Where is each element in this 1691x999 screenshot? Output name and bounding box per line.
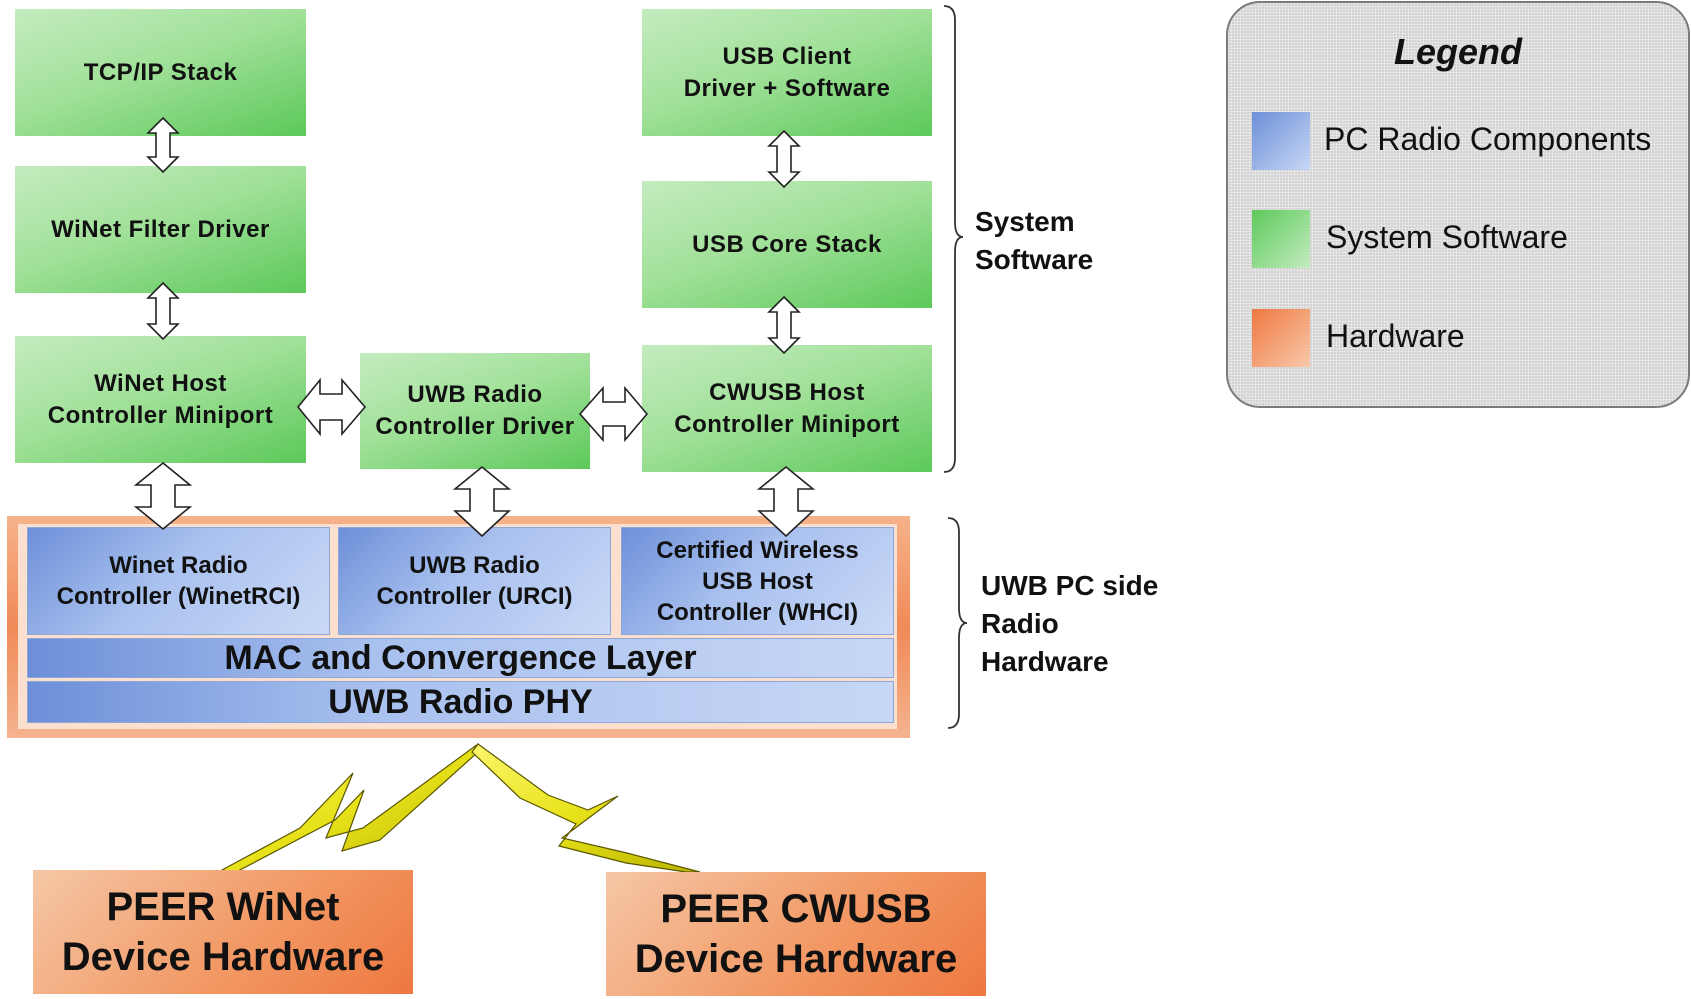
uwb-driver-label-line2: Controller Driver — [375, 413, 575, 440]
legend-label-pc-radio: PC Radio Components — [1324, 121, 1652, 157]
legend-label-system-software: System Software — [1326, 219, 1568, 255]
arrow-tcpip-filter — [146, 116, 180, 174]
tcpip-stack-label: TCP/IP Stack — [83, 58, 238, 86]
usb-client-driver-box: USB Client Driver + Software — [642, 9, 932, 136]
peer-winet-device-box: PEER WiNet Device Hardware — [33, 870, 413, 994]
winet-host-label-line1: WiNet Host — [94, 369, 227, 397]
whci-label-line3: Controller (WHCI) — [656, 598, 859, 626]
whci-label-line2: USB Host — [702, 567, 813, 595]
arrow-winethost-winetrci — [133, 461, 193, 531]
legend-label-hardware: Hardware — [1326, 318, 1465, 354]
system-software-label-line1: System — [975, 206, 1075, 237]
uwb-driver-label-line1: UWB Radio — [407, 381, 543, 408]
uwb-radio-phy-bar: UWB Radio PHY — [27, 681, 894, 723]
system-software-label: System Software — [975, 203, 1093, 279]
urci-label-line1: UWB Radio — [409, 552, 540, 579]
uwb-hardware-brace — [947, 517, 968, 729]
whci-box: Certified Wireless USB Host Controller (… — [621, 527, 894, 635]
urci-label-line2: Controller (URCI) — [376, 583, 573, 610]
urci-box: UWB Radio Controller (URCI) — [338, 527, 611, 635]
system-software-brace — [943, 5, 964, 473]
usb-client-label-line2: Driver + Software — [683, 74, 891, 102]
cwusb-host-label-line1: CWUSB Host — [709, 378, 865, 406]
winet-host-label-line2: Controller Miniport — [47, 401, 274, 429]
arrow-filter-winethost — [146, 281, 180, 341]
legend-title: Legend — [1393, 31, 1522, 72]
mac-convergence-layer-bar: MAC and Convergence Layer — [27, 638, 894, 678]
mac-label: MAC and Convergence Layer — [224, 638, 697, 677]
lightning-bolt-left — [220, 742, 479, 873]
arrow-usbclient-core — [767, 129, 801, 189]
peer-cwusb-label-line1: PEER CWUSB — [660, 887, 932, 931]
usb-client-label-line1: USB Client — [722, 42, 852, 70]
arrow-core-cwusb — [767, 295, 801, 355]
winet-rci-box: Winet Radio Controller (WinetRCI) — [27, 527, 330, 635]
legend-swatch-hardware — [1252, 309, 1310, 367]
uwb-radio-controller-driver-box: UWB Radio Controller Driver — [360, 353, 590, 469]
arrow-cwusb-whci — [756, 465, 816, 538]
peer-cwusb-label-line2: Device Hardware — [634, 937, 958, 981]
peer-cwusb-device-box: PEER CWUSB Device Hardware — [606, 872, 986, 996]
legend-swatch-pc-radio — [1252, 112, 1310, 170]
peer-winet-label-line1: PEER WiNet — [106, 885, 340, 929]
phy-label: UWB Radio PHY — [328, 682, 593, 721]
uwb-hardware-label: UWB PC side Radio Hardware — [981, 567, 1158, 681]
arrow-uwbdriver-urci — [452, 465, 512, 538]
cwusb-host-label-line2: Controller Miniport — [674, 410, 900, 438]
usb-core-stack-box: USB Core Stack — [642, 181, 932, 308]
winet-host-miniport-box: WiNet Host Controller Miniport — [15, 336, 306, 463]
uwb-hardware-label-line1: UWB PC side — [981, 570, 1159, 601]
uwb-hardware-label-line3: Hardware — [981, 646, 1109, 677]
peer-winet-label-line2: Device Hardware — [61, 935, 385, 979]
usb-core-label: USB Core Stack — [692, 230, 882, 258]
uwb-hardware-label-line2: Radio — [981, 608, 1059, 639]
tcpip-stack-box: TCP/IP Stack — [15, 9, 306, 136]
legend-swatch-system-software — [1252, 210, 1310, 268]
legend-panel: Legend PC Radio Components System Softwa… — [1226, 1, 1690, 408]
winet-filter-driver-box: WiNet Filter Driver — [15, 166, 306, 293]
arrow-winethost-uwbdriver — [296, 377, 367, 437]
winet-rci-label-line2: Controller (WinetRCI) — [56, 583, 301, 610]
cwusb-host-miniport-box: CWUSB Host Controller Miniport — [642, 345, 932, 472]
system-software-label-line2: Software — [975, 244, 1094, 275]
winet-filter-driver-label: WiNet Filter Driver — [51, 215, 270, 243]
winet-rci-label-line1: Winet Radio — [109, 552, 248, 579]
arrow-uwbdriver-cwusb — [578, 385, 649, 443]
lightning-bolt-right — [471, 743, 701, 873]
whci-label-line1: Certified Wireless — [656, 536, 859, 564]
